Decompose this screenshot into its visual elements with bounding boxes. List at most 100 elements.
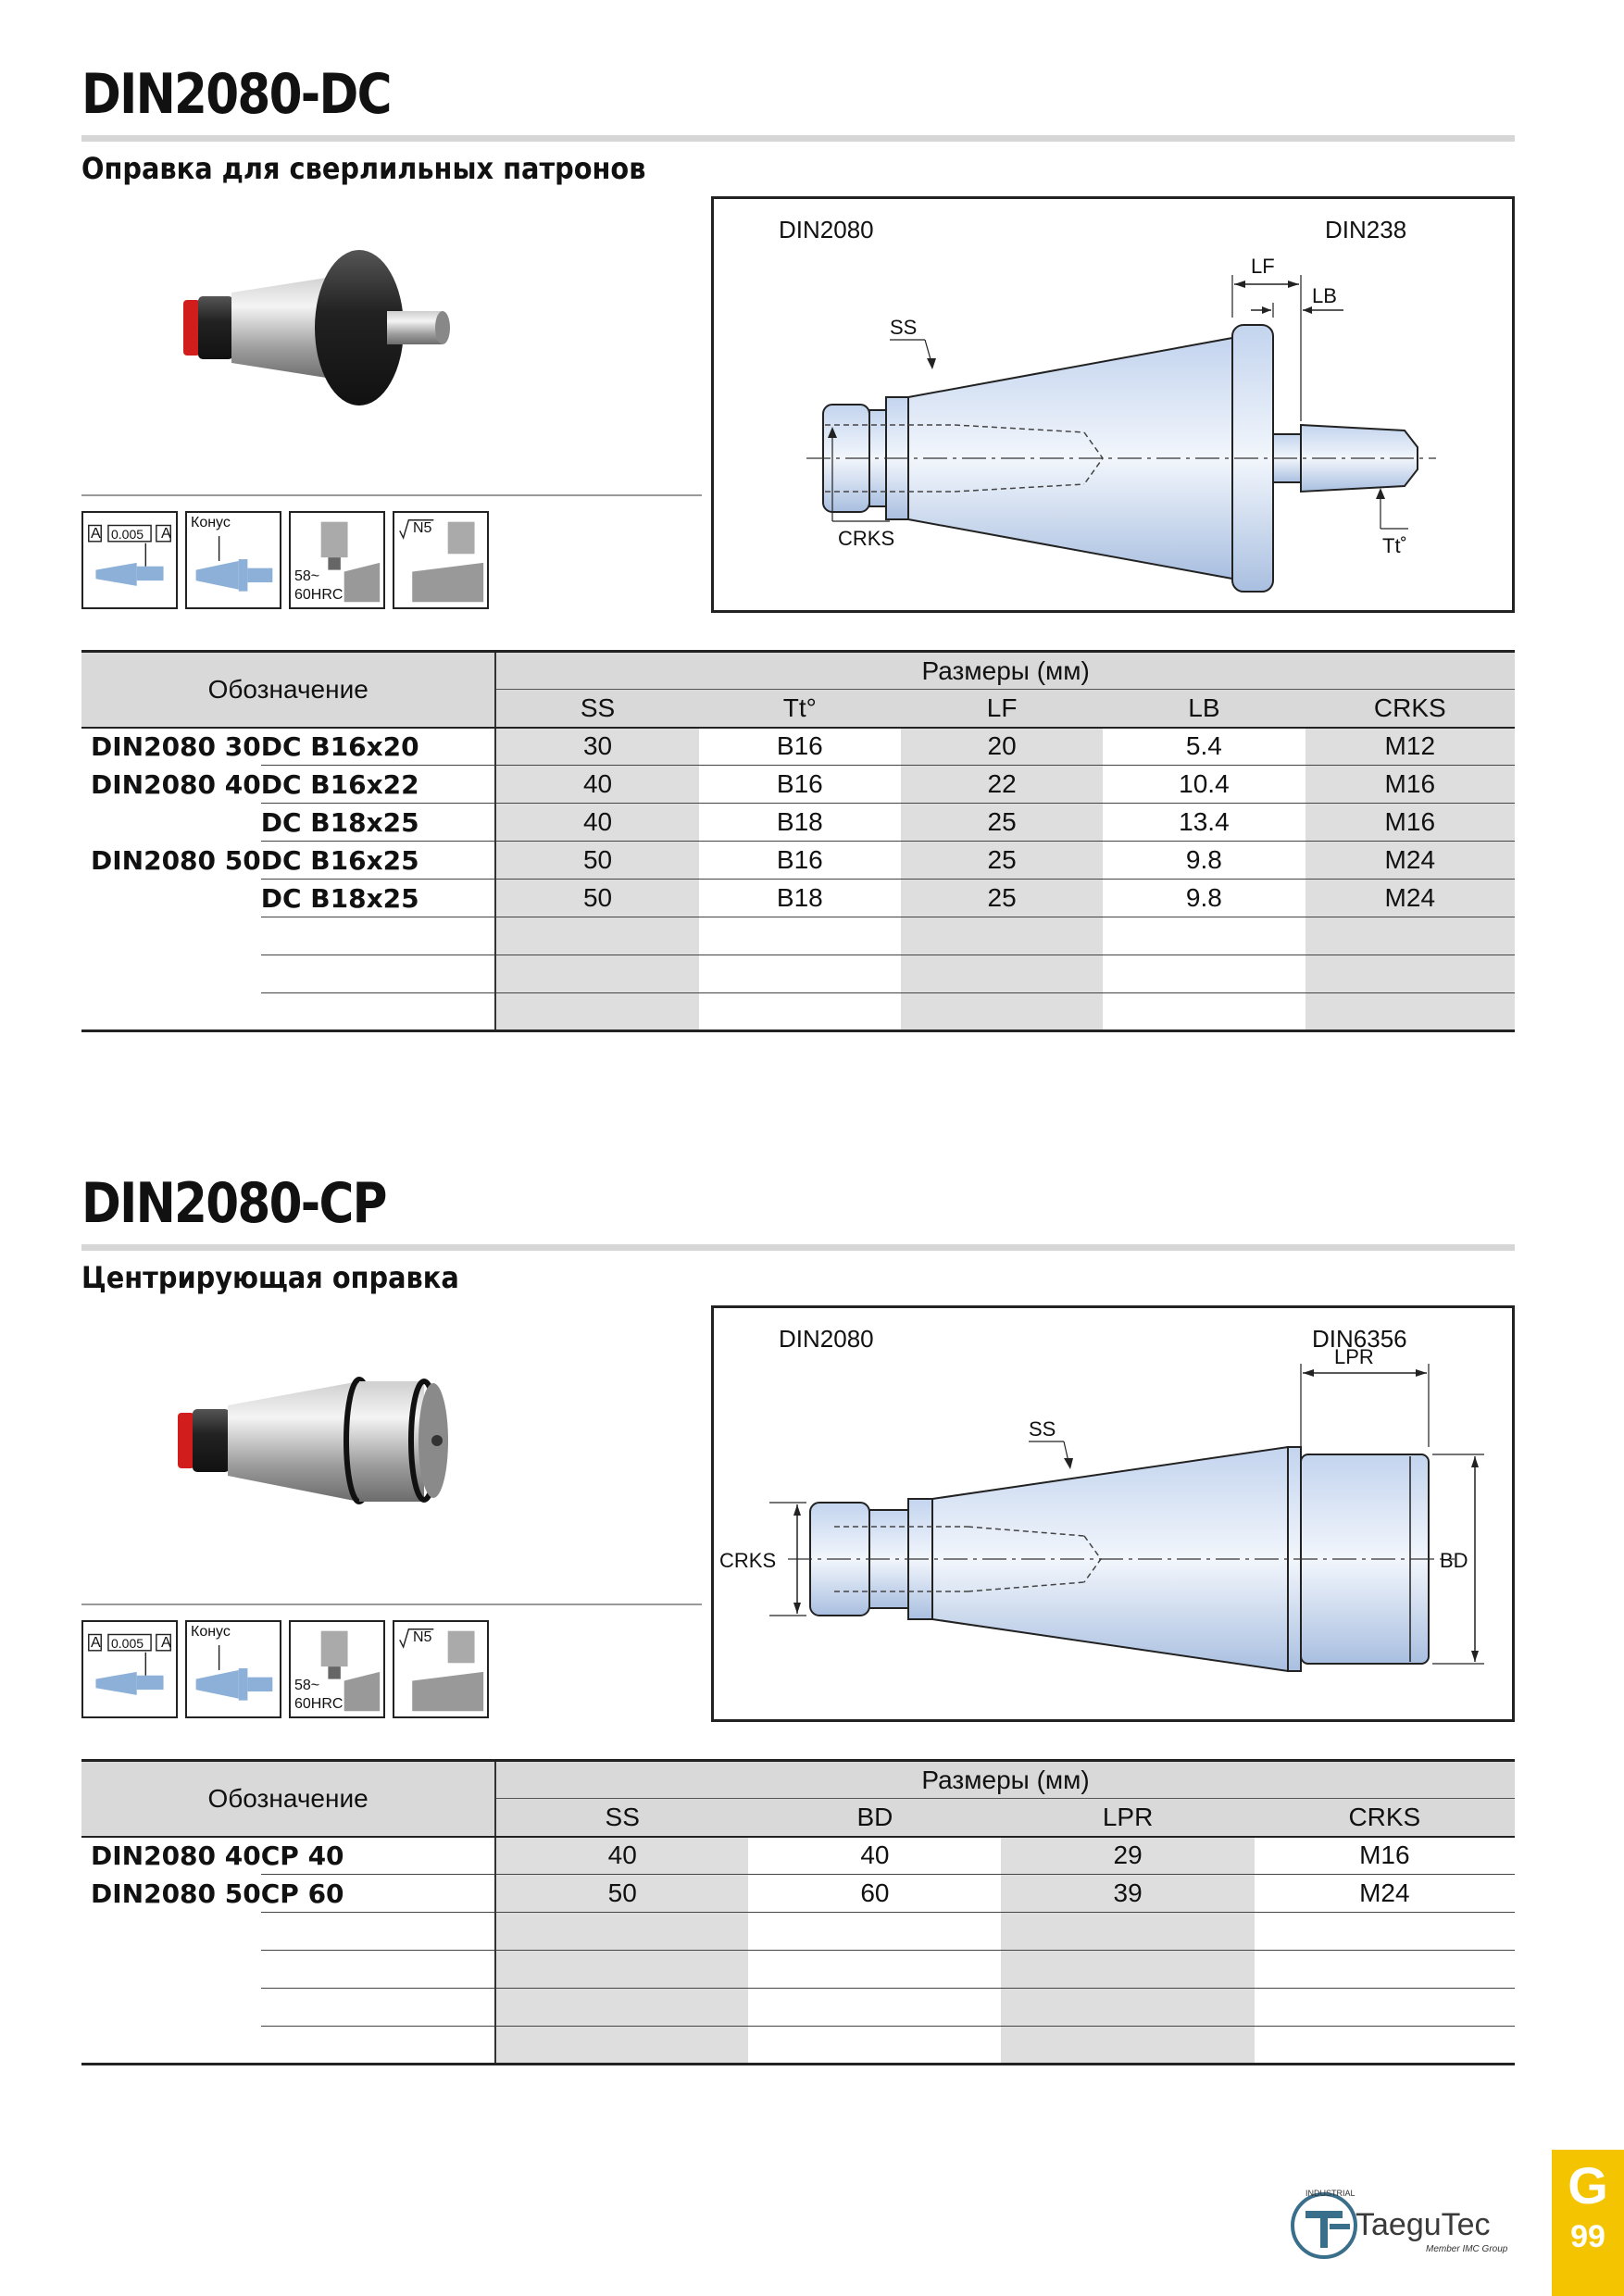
section-cp: DIN2080-CP Центрирующая оправка	[81, 1176, 1515, 2065]
dim-ss: SS	[1029, 1417, 1056, 1441]
col-ss: SS	[495, 689, 699, 729]
cell-crks: M24	[1305, 879, 1515, 917]
technical-drawing-cp: DIN2080 DIN6356 LPR SS CRKS BD	[711, 1305, 1515, 1722]
cell-crks: M24	[1305, 841, 1515, 880]
hardness-line2: 60HRC	[294, 587, 344, 603]
cell-ss: 50	[495, 841, 699, 880]
section-letter: G	[1568, 2156, 1608, 2215]
row-code: CP 40	[260, 1836, 497, 1875]
empty-row	[81, 1988, 1515, 2027]
brand-small: INDUSTRIAL	[1305, 2189, 1355, 2198]
section-dc: DIN2080-DC Оправка для сверлильных патро…	[81, 62, 1515, 1032]
runout-tolerance-icon: A 0.005 A	[81, 1620, 178, 1718]
cell-crks: M16	[1305, 803, 1515, 842]
col-tt: Tt°	[698, 689, 901, 729]
col-crks: CRKS	[1305, 689, 1515, 729]
runout-tolerance-icon: A 0.005 A	[81, 511, 178, 609]
row-prefix: DIN2080 40	[91, 1841, 261, 1871]
cell-bd: 60	[748, 1874, 1002, 1913]
cell-ss: 40	[495, 1836, 749, 1875]
cell-tt: B18	[698, 803, 901, 842]
section-subtitle: Оправка для сверлильных патронов	[81, 151, 646, 186]
tol-value: 0.005	[111, 527, 144, 542]
empty-row	[81, 955, 1515, 993]
col-crks: CRKS	[1254, 1798, 1515, 1838]
dim-lf: LF	[1251, 255, 1275, 278]
empty-row	[81, 992, 1515, 1032]
row-code: DC B18x25	[260, 803, 497, 842]
drawing-right-std: DIN6356	[1312, 1325, 1407, 1353]
row-prefix: DIN2080 30	[91, 731, 261, 762]
row-prefix	[81, 804, 261, 842]
empty-row	[81, 1950, 1515, 1989]
dim-crks: CRKS	[719, 1549, 776, 1572]
hardness-icon: 58~ 60HRC	[289, 1620, 385, 1718]
photo-divider	[81, 494, 702, 496]
row-code: DC B16x20	[260, 727, 497, 766]
cell-lb: 10.4	[1103, 765, 1305, 804]
table-row: DIN2080 50 DC B16x25 50 B16 25 9.8 M24	[81, 841, 1515, 880]
cell-crks: M16	[1305, 765, 1515, 804]
dim-tt: Tt˚	[1382, 534, 1407, 557]
cell-lf: 22	[900, 765, 1104, 804]
col-lpr: LPR	[1001, 1798, 1255, 1838]
feature-icons: A 0.005 A Конус 58~ 60HRC	[81, 511, 489, 609]
technical-drawing-dc: DIN2080 DIN238 LF LB SS CRKS Tt˚	[711, 196, 1515, 613]
title-rule	[81, 1244, 1515, 1251]
cell-lf: 25	[900, 841, 1104, 880]
dims-header: Размеры (мм)	[495, 1759, 1515, 1799]
tol-datum-b: A	[161, 526, 171, 542]
hardness-icon: 58~ 60HRC	[289, 511, 385, 609]
cell-lf: 25	[900, 879, 1104, 917]
cell-ss: 50	[495, 1874, 749, 1913]
taper-icon: Конус	[185, 511, 281, 609]
roughness-value: N5	[413, 520, 432, 536]
cell-lb: 5.4	[1103, 727, 1305, 766]
row-code: DC B18x25	[260, 879, 497, 917]
section-title: DIN2080-DC	[81, 62, 392, 127]
roughness-value: N5	[413, 1629, 432, 1645]
drawing-left-std: DIN2080	[779, 1325, 874, 1353]
cell-ss: 40	[495, 803, 699, 842]
row-prefix: DIN2080 40	[91, 768, 261, 800]
dims-header: Размеры (мм)	[495, 650, 1515, 690]
cell-lpr: 29	[1001, 1836, 1255, 1875]
table-row: DIN2080 30 DC B16x20 30 B16 20 5.4 M12	[81, 727, 1515, 766]
col-bd: BD	[748, 1798, 1002, 1838]
cell-lf: 25	[900, 803, 1104, 842]
empty-row	[81, 917, 1515, 955]
title-rule	[81, 135, 1515, 142]
photo-divider	[81, 1603, 702, 1605]
hardness-line1: 58~	[294, 1678, 320, 1693]
cell-tt: B16	[698, 841, 901, 880]
cell-ss: 50	[495, 879, 699, 917]
taper-icon: Конус	[185, 1620, 281, 1718]
product-photo-cp	[81, 1305, 702, 1583]
spec-table-cp: Обозначение Размеры (мм) SS BD LPR CRKS …	[81, 1759, 1515, 2065]
dim-crks: CRKS	[838, 527, 894, 550]
hardness-line2: 60HRC	[294, 1696, 344, 1712]
row-code: CP 60	[260, 1874, 497, 1913]
brand-tagline: Member IMC Group	[1426, 2244, 1508, 2254]
table-row: DC B18x25 40 B18 25 13.4 M16	[81, 803, 1515, 842]
designation-header: Обозначение	[81, 650, 497, 729]
table-row: DC B18x25 50 B18 25 9.8 M24	[81, 879, 1515, 917]
dim-ss: SS	[890, 316, 917, 339]
surface-finish-icon: N5	[393, 1620, 489, 1718]
taegutec-logo: INDUSTRIAL TaeguTec Member IMC Group	[1287, 2187, 1518, 2261]
dim-bd: BD	[1440, 1549, 1468, 1572]
table-row: DIN2080 40 CP 40 40 40 29 M16	[81, 1836, 1515, 1875]
cell-tt: B16	[698, 727, 901, 766]
cell-lb: 13.4	[1103, 803, 1305, 842]
row-prefix: DIN2080 50	[91, 844, 261, 876]
section-subtitle: Центрирующая оправка	[81, 1260, 459, 1295]
cell-bd: 40	[748, 1836, 1002, 1875]
section-tab: G 99	[1552, 2150, 1624, 2296]
brand-name: TaeguTec	[1355, 2207, 1491, 2242]
cell-lf: 20	[900, 727, 1104, 766]
cell-crks: M24	[1254, 1874, 1515, 1913]
cell-ss: 30	[495, 727, 699, 766]
page-number: 99	[1570, 2219, 1605, 2254]
col-lf: LF	[900, 689, 1104, 729]
table-row: DIN2080 50 CP 60 50 60 39 M24	[81, 1874, 1515, 1913]
